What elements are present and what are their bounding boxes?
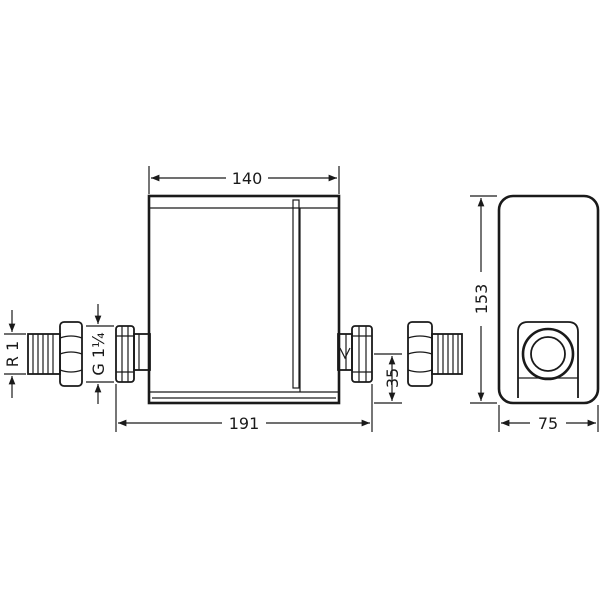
right-fitting — [407, 321, 463, 387]
dimension-body-width: 140 — [148, 166, 340, 194]
dimension-overall-length: 191 — [115, 384, 373, 433]
overall-length-label: 191 — [229, 414, 260, 433]
side-view: 153 75 — [470, 194, 600, 433]
dimension-union-thread: G 1¼ — [86, 304, 114, 404]
dimension-height: 153 — [470, 195, 497, 404]
union-thread-label: G 1¼ — [89, 332, 108, 375]
front-view: 140 191 35 R 1 — [3, 166, 463, 433]
inlet-thread-label: R 1 — [3, 341, 22, 367]
outlet-port — [521, 327, 575, 381]
side-body — [497, 194, 600, 405]
depth-label: 75 — [538, 414, 558, 433]
left-stub — [133, 333, 151, 371]
left-fitting — [27, 321, 83, 387]
body-width-label: 140 — [232, 169, 263, 188]
dimension-inlet-thread: R 1 — [3, 310, 26, 398]
valve-body — [147, 194, 341, 405]
dimension-pipe-offset: 35 — [374, 353, 402, 404]
height-label: 153 — [472, 284, 491, 315]
dimension-depth: 75 — [498, 405, 599, 433]
right-union-nut — [351, 325, 373, 383]
pipe-offset-label: 35 — [383, 368, 402, 388]
left-union-nut — [115, 325, 135, 383]
